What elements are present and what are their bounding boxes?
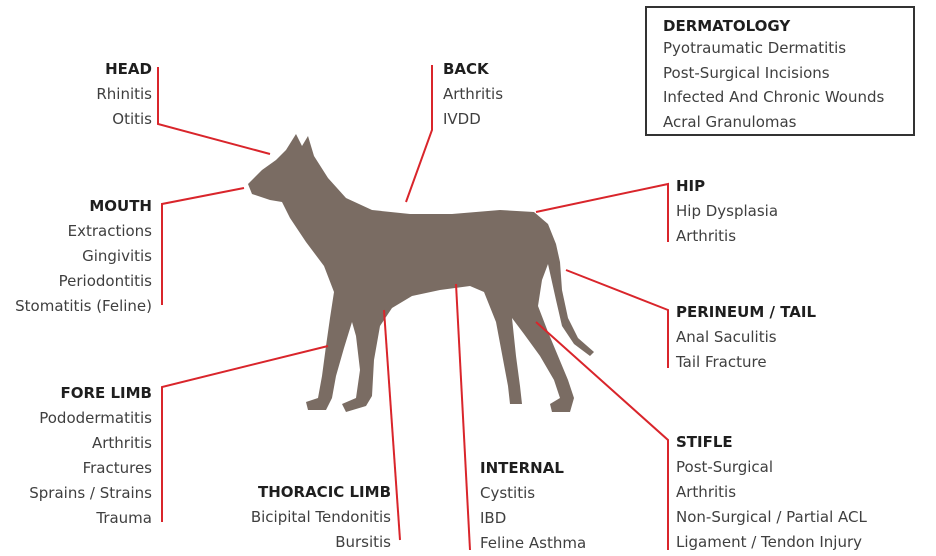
stifle-group: STIFLE Post-Surgical Arthritis Non-Surgi… xyxy=(676,430,867,555)
internal-item: Feline Asthma xyxy=(480,534,587,552)
fore-limb-item: Sprains / Strains xyxy=(29,484,152,502)
thoracic-limb-leader-line xyxy=(383,309,401,541)
back-group: BACK Arthritis IVDD xyxy=(443,57,503,132)
head-group: HEAD Rhinitis Otitis xyxy=(96,57,152,132)
thoracic-limb-title: THORACIC LIMB xyxy=(257,483,391,501)
dermatology-box: DERMATOLOGY Pyotraumatic Dermatitis Post… xyxy=(645,6,915,136)
thoracic-limb-item: Bicipital Tendonitis xyxy=(250,508,391,526)
hip-group: HIP Hip Dysplasia Arthritis xyxy=(676,174,778,249)
mouth-item: Periodontitis xyxy=(58,272,152,290)
stifle-item: Post-Surgical xyxy=(676,458,774,476)
hip-title: HIP xyxy=(676,177,706,195)
internal-title: INTERNAL xyxy=(480,459,564,477)
stifle-item: Ligament / Tendon Injury xyxy=(676,533,863,551)
perineum-tail-title: PERINEUM / TAIL xyxy=(676,303,817,321)
hip-item: Hip Dysplasia xyxy=(676,202,779,220)
fore-limb-leader-line xyxy=(161,345,329,522)
stifle-item: Non-Surgical / Partial ACL xyxy=(676,508,867,526)
head-item: Rhinitis xyxy=(96,85,152,103)
back-item: IVDD xyxy=(443,110,481,128)
fore-limb-item: Pododermatitis xyxy=(39,409,152,427)
perineum-tail-leader-line xyxy=(565,269,669,368)
mouth-leader-line xyxy=(161,187,245,305)
mouth-title: MOUTH xyxy=(89,197,152,215)
mouth-group: MOUTH Extractions Gingivitis Periodontit… xyxy=(15,194,152,319)
dermatology-item: Pyotraumatic Dermatitis xyxy=(663,39,847,57)
perineum-tail-group: PERINEUM / TAIL Anal Saculitis Tail Frac… xyxy=(676,300,816,375)
head-item: Otitis xyxy=(112,110,152,128)
hip-item: Arthritis xyxy=(676,227,737,245)
mouth-item: Extractions xyxy=(67,222,152,240)
head-title: HEAD xyxy=(105,60,152,78)
stifle-title: STIFLE xyxy=(676,433,733,451)
dermatology-item: Infected And Chronic Wounds xyxy=(663,88,885,106)
perineum-tail-item: Anal Saculitis xyxy=(676,328,777,346)
thoracic-limb-group: THORACIC LIMB Bicipital Tendonitis Bursi… xyxy=(251,480,391,555)
back-title: BACK xyxy=(443,60,489,78)
mouth-item: Stomatitis (Feline) xyxy=(15,297,152,315)
internal-item: IBD xyxy=(480,509,507,527)
leader-lines xyxy=(157,65,669,551)
fore-limb-item: Fractures xyxy=(82,459,152,477)
dermatology-item: Acral Granulomas xyxy=(663,112,797,131)
fore-limb-item: Arthritis xyxy=(91,434,152,452)
fore-limb-item: Trauma xyxy=(96,509,152,527)
fore-limb-title: FORE LIMB xyxy=(60,384,152,402)
internal-item: Cystitis xyxy=(480,484,536,502)
back-item: Arthritis xyxy=(443,85,504,103)
thoracic-limb-item: Bursitis xyxy=(335,533,391,551)
mouth-item: Gingivitis xyxy=(82,247,152,265)
stifle-item: Arthritis xyxy=(676,483,737,501)
dog-silhouette xyxy=(248,134,594,412)
dermatology-title: DERMATOLOGY xyxy=(663,17,791,35)
fore-limb-group: FORE LIMB Pododermatitis Arthritis Fract… xyxy=(29,381,152,531)
internal-leader-line xyxy=(455,283,471,551)
perineum-tail-item: Tail Fracture xyxy=(676,353,767,371)
stifle-leader-line xyxy=(535,321,669,550)
head-leader-line xyxy=(157,67,271,155)
hip-leader-line xyxy=(535,182,669,242)
internal-group: INTERNAL Cystitis IBD Feline Asthma xyxy=(480,456,586,556)
dermatology-item: Post-Surgical Incisions xyxy=(663,63,830,82)
back-leader-line xyxy=(405,65,433,203)
